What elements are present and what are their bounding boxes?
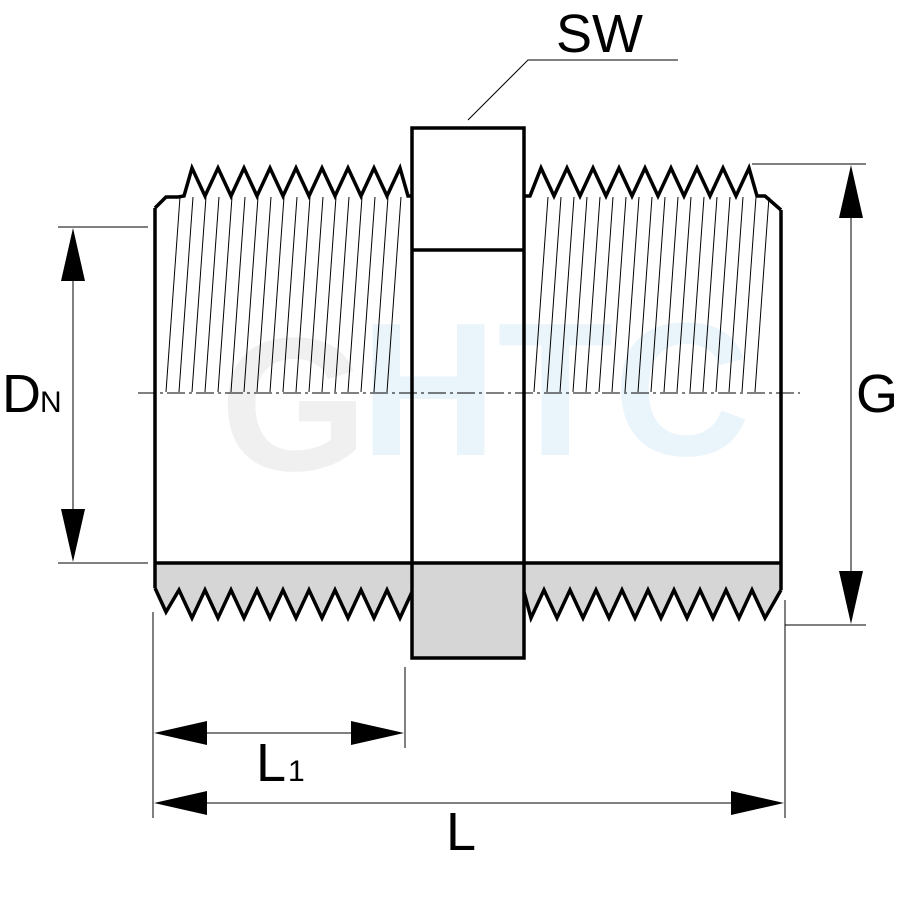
- right-thread-hatch-line: [702, 196, 718, 393]
- g-arrow-bottom: [839, 571, 863, 624]
- right-thread-hatch-line: [676, 196, 692, 393]
- right-thread-hatch-line: [572, 196, 588, 393]
- right-thread-hatch-line: [624, 196, 640, 393]
- dn-arrow-bottom: [61, 509, 85, 562]
- left-thread-bottom-profile: [153, 585, 414, 623]
- l-arrow-right: [731, 791, 784, 815]
- right-thread-hatch-line: [533, 196, 549, 393]
- left-thread-hatch-line: [256, 196, 272, 393]
- hex-section-fill: [412, 563, 524, 658]
- dimension-lines: [58, 59, 866, 818]
- right-thread-hatch-line: [689, 196, 705, 393]
- watermark-mark: G: [220, 299, 368, 511]
- left-thread-hatch-line: [386, 196, 402, 393]
- left-thread-hatch-line: [347, 196, 363, 393]
- l-arrow-left: [154, 791, 207, 815]
- right-thread-top-profile: [524, 163, 783, 212]
- left-thread-hatch-line: [204, 196, 220, 393]
- left-thread-hatch-line: [165, 196, 181, 393]
- right-thread-hatch-line: [741, 196, 757, 393]
- left-thread-hatch-line: [191, 196, 207, 393]
- right-thread-hatch-line: [650, 196, 666, 393]
- left-thread-hatch-line: [334, 196, 350, 393]
- right-thread-bottom-profile: [522, 585, 783, 624]
- right-thread-hatch-line: [598, 196, 614, 393]
- left-thread-hatch-line: [360, 196, 376, 393]
- left-thread-hatch-line: [321, 196, 337, 393]
- l1-arrow-right: [351, 721, 404, 745]
- right-thread-hatch-line: [728, 196, 744, 393]
- l1-arrow-left: [154, 721, 207, 745]
- left-thread-top-profile: [153, 163, 412, 210]
- sw-label: SW: [556, 4, 643, 64]
- g-arrow-top: [839, 165, 863, 218]
- right-thread-hatch-line: [546, 196, 562, 393]
- thread-hatching: [165, 196, 770, 393]
- left-thread-hatch-line: [178, 196, 194, 393]
- l1-label-main: L: [256, 733, 286, 793]
- watermark-text: HTC: [360, 284, 750, 496]
- g-label: G: [856, 364, 898, 424]
- dn-arrow-top: [61, 228, 85, 281]
- l-label: L: [446, 802, 476, 862]
- left-thread-hatch-line: [308, 196, 324, 393]
- left-thread-hatch-line: [230, 196, 246, 393]
- left-thread-hatch-line: [217, 196, 233, 393]
- dn-label-sub: N: [40, 386, 62, 419]
- left-thread-hatch-line: [373, 196, 389, 393]
- left-thread-hatch-line: [243, 196, 259, 393]
- right-thread-hatch-line: [585, 196, 601, 393]
- sw-leader-line: [467, 59, 678, 121]
- left-thread-hatch-line: [295, 196, 311, 393]
- right-thread-hatch-line: [715, 196, 731, 393]
- section-fill: [155, 563, 781, 658]
- left-thread-hatch-line: [282, 196, 298, 393]
- right-thread-hatch-line: [559, 196, 575, 393]
- dimension-arrows: [61, 165, 863, 815]
- l1-label-sub: 1: [288, 755, 305, 788]
- left-thread-hatch-line: [269, 196, 285, 393]
- right-thread-hatch-line: [663, 196, 679, 393]
- right-thread-hatch-line: [754, 196, 770, 393]
- watermark-logo: G HTC: [220, 284, 750, 511]
- dimension-labels: SW D N G L 1 L: [2, 4, 898, 862]
- right-thread-hatch-line: [611, 196, 627, 393]
- dn-label-main: D: [2, 364, 41, 424]
- right-thread-hatch-line: [637, 196, 653, 393]
